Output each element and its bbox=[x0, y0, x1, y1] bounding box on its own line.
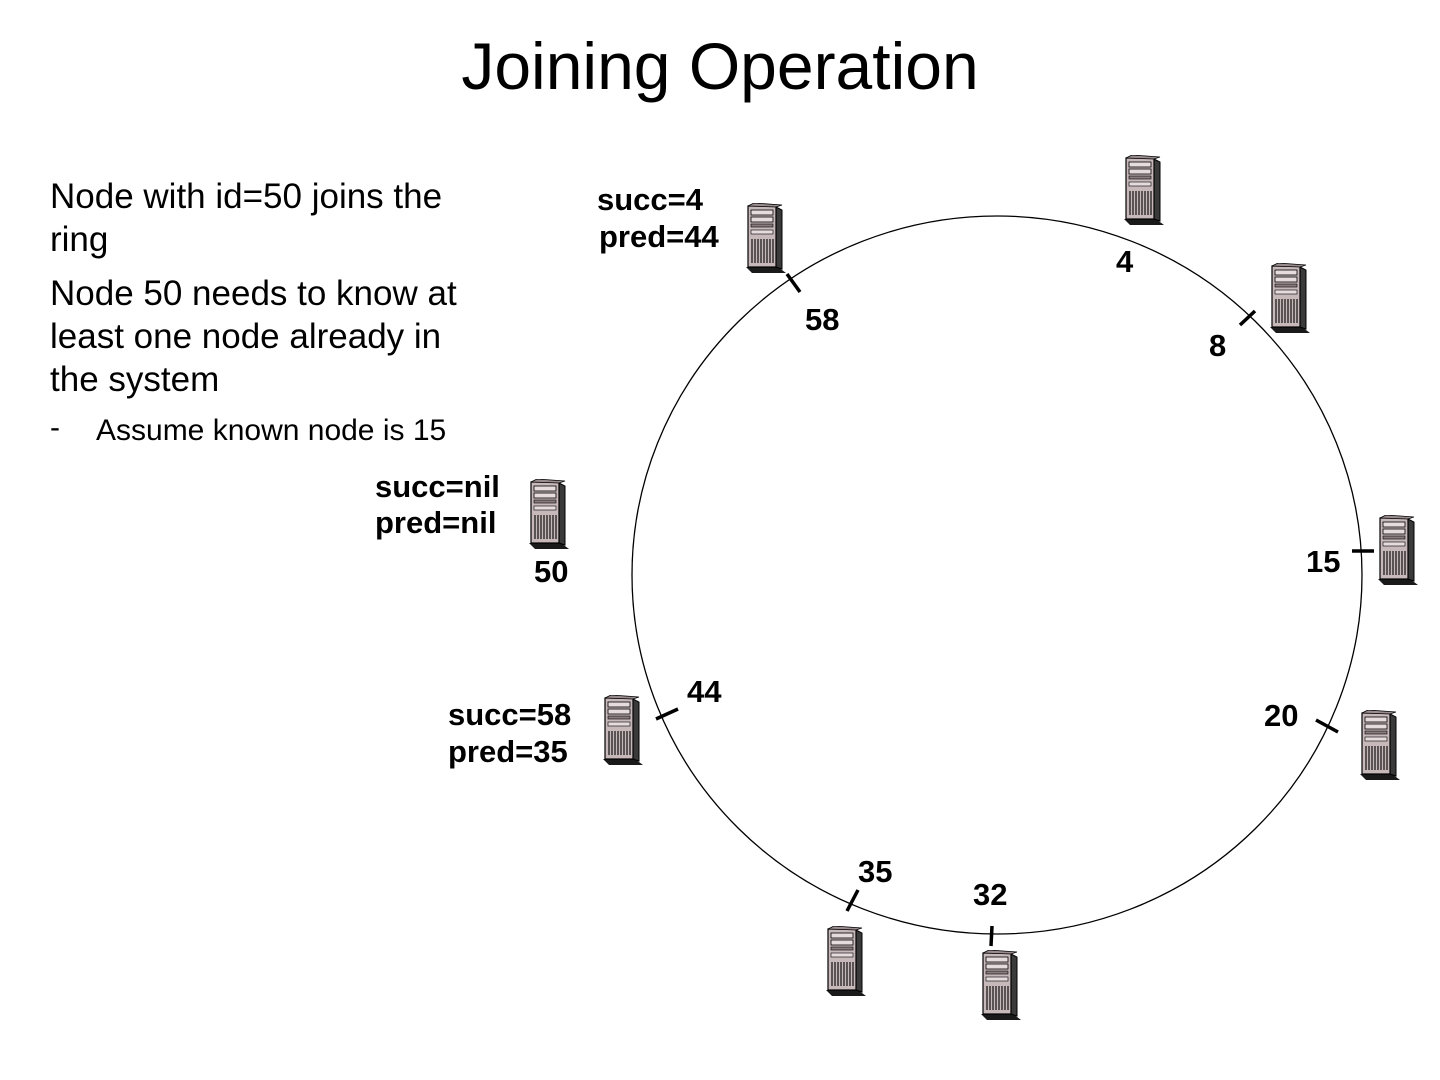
node44-pred: pred=35 bbox=[448, 735, 568, 769]
node58-succ: succ=4 bbox=[597, 183, 703, 217]
node58-pred: pred=44 bbox=[599, 220, 719, 254]
tick-32 bbox=[991, 926, 992, 946]
server-tower-icon bbox=[742, 203, 790, 275]
server-tower-icon bbox=[599, 695, 647, 767]
server-tower-icon bbox=[822, 926, 870, 998]
server-tower-icon bbox=[1374, 515, 1422, 587]
node-label-15: 15 bbox=[1306, 545, 1340, 579]
node50-succ: succ=nil bbox=[375, 470, 500, 504]
tick-20 bbox=[1316, 720, 1338, 732]
node-label-32: 32 bbox=[973, 878, 1007, 912]
tick-35 bbox=[847, 890, 858, 911]
node-label-58: 58 bbox=[805, 303, 839, 337]
node-label-35: 35 bbox=[858, 855, 892, 889]
ring-circle bbox=[632, 216, 1362, 934]
server-tower-icon bbox=[1120, 155, 1168, 227]
node-label-50: 50 bbox=[534, 555, 568, 589]
server-tower-icon bbox=[1266, 263, 1314, 335]
node-label-44: 44 bbox=[687, 675, 721, 709]
server-tower-icon bbox=[1356, 710, 1404, 782]
node-label-20: 20 bbox=[1264, 699, 1298, 733]
node44-succ: succ=58 bbox=[448, 698, 571, 732]
server-tower-icon bbox=[977, 950, 1025, 1022]
node-label-4: 4 bbox=[1116, 245, 1133, 279]
server-tower-icon bbox=[525, 479, 573, 551]
node-label-8: 8 bbox=[1209, 329, 1226, 363]
node50-pred: pred=nil bbox=[375, 506, 496, 540]
